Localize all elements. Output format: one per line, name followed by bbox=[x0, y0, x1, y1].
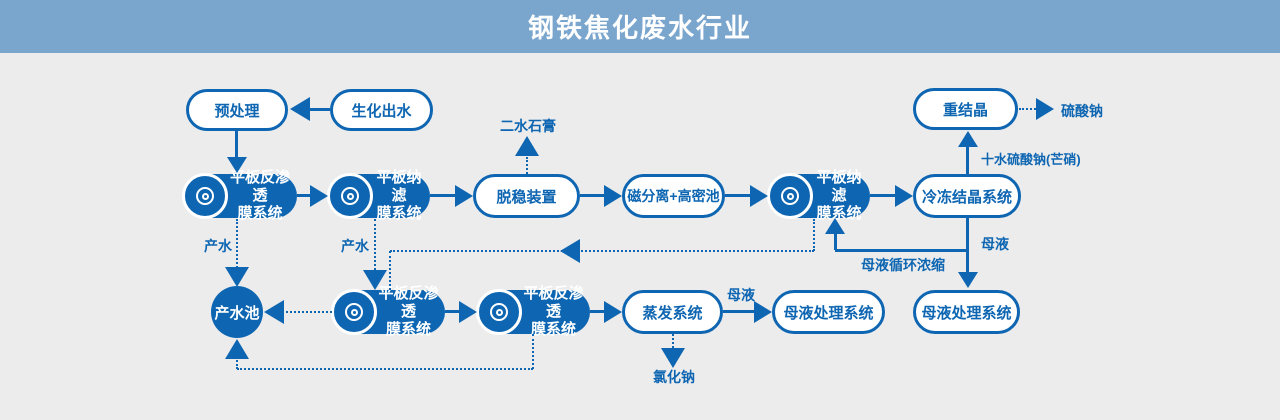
connector-line bbox=[306, 108, 330, 111]
arrowhead bbox=[455, 185, 473, 207]
connector-line bbox=[580, 194, 605, 197]
node-label: 母液处理系统 bbox=[921, 304, 1012, 322]
node-label: 重结晶 bbox=[942, 101, 988, 119]
arrowhead bbox=[754, 301, 772, 323]
connector-line bbox=[430, 194, 456, 197]
arrowhead bbox=[661, 348, 685, 368]
node-label: 平板反渗透 膜系统 bbox=[523, 285, 584, 338]
arrowhead bbox=[958, 272, 978, 288]
arrowhead bbox=[895, 185, 913, 207]
node-label: 母液处理系统 bbox=[783, 304, 874, 322]
arrowhead bbox=[515, 136, 539, 156]
node-flat-nf-membrane-system-1: 平板纳滤 膜系统 bbox=[327, 169, 430, 222]
connector-line bbox=[966, 216, 969, 250]
label-mother-liquor-right: 母液 bbox=[981, 236, 1009, 252]
dotted-connector bbox=[390, 250, 814, 252]
dotted-connector bbox=[236, 219, 238, 268]
node-magnetic-separation-pond: 磁分离+高密池 bbox=[622, 174, 725, 218]
label-product-water-1: 产水 bbox=[204, 238, 232, 254]
connector-line bbox=[445, 310, 460, 313]
arrowhead bbox=[264, 300, 284, 324]
dotted-connector bbox=[389, 251, 391, 290]
membrane-disc-icon bbox=[767, 173, 813, 219]
arrowhead bbox=[225, 339, 249, 359]
label-gypsum-output: 二水石膏 bbox=[500, 118, 556, 134]
arrowhead bbox=[958, 131, 978, 147]
node-pretreatment: 预处理 bbox=[186, 89, 288, 131]
membrane-disc-icon bbox=[476, 289, 522, 335]
connector-line bbox=[834, 233, 837, 250]
arrowhead bbox=[227, 157, 247, 173]
dotted-connector bbox=[374, 219, 376, 270]
membrane-disc-icon bbox=[331, 289, 377, 335]
node-flat-ro-membrane-system-3: 平板反渗透 膜系统 bbox=[476, 285, 590, 338]
dotted-connector bbox=[237, 368, 533, 370]
connector-line bbox=[966, 250, 969, 273]
node-label: 平板纳滤 膜系统 bbox=[376, 169, 422, 222]
arrowhead bbox=[459, 301, 477, 323]
node-label: 生化出水 bbox=[351, 102, 412, 120]
dotted-connector bbox=[813, 219, 815, 251]
dotted-connector bbox=[236, 357, 238, 369]
page-title: 钢铁焦化废水行业 bbox=[527, 13, 752, 43]
arrowhead bbox=[560, 239, 580, 263]
node-label: 脱稳装置 bbox=[496, 188, 557, 206]
arrowhead bbox=[225, 267, 249, 287]
connector-line bbox=[297, 194, 311, 197]
label-mother-liquor-recirculation: 母液循环浓缩 bbox=[861, 257, 945, 273]
node-label: 磁分离+高密池 bbox=[627, 188, 720, 204]
arrowhead bbox=[290, 97, 310, 121]
node-label: 平板反渗透 膜系统 bbox=[378, 285, 439, 338]
connector-line bbox=[835, 249, 968, 252]
dotted-connector bbox=[672, 334, 674, 348]
label-mirabilite: 十水硫酸钠(芒硝) bbox=[981, 152, 1081, 167]
connector-line bbox=[723, 310, 755, 313]
node-biochemical-effluent: 生化出水 bbox=[330, 89, 433, 131]
node-destabilization-unit: 脱稳装置 bbox=[473, 174, 580, 218]
label-product-water-2: 产水 bbox=[341, 238, 369, 254]
node-flat-ro-membrane-system-2: 平板反渗透 膜系统 bbox=[331, 285, 445, 338]
arrowhead bbox=[604, 185, 622, 207]
label-sodium-chloride: 氯化钠 bbox=[653, 369, 695, 385]
dotted-connector bbox=[526, 157, 528, 174]
arrowhead bbox=[750, 185, 768, 207]
node-evaporation-system: 蒸发系统 bbox=[622, 290, 723, 334]
arrowhead bbox=[825, 218, 845, 234]
header-bar: 钢铁焦化废水行业 bbox=[0, 0, 1280, 53]
node-recrystallization: 重结晶 bbox=[913, 88, 1018, 130]
connector-line bbox=[966, 146, 969, 176]
arrowhead bbox=[310, 185, 328, 207]
connector-line bbox=[590, 310, 605, 313]
node-product-water-pool: 产水池 bbox=[211, 286, 263, 338]
dotted-connector bbox=[532, 334, 534, 369]
label-mother-liquor-mid: 母液 bbox=[727, 287, 755, 303]
label-sodium-sulfate: 硫酸钠 bbox=[1061, 103, 1103, 119]
node-mother-liquor-treatment-2: 母液处理系统 bbox=[913, 290, 1020, 334]
membrane-disc-icon bbox=[182, 173, 228, 219]
membrane-disc-icon bbox=[327, 173, 373, 219]
connector-line bbox=[235, 131, 238, 157]
node-freeze-crystallization-system: 冷冻结晶系统 bbox=[913, 174, 1021, 218]
connector-line bbox=[725, 194, 751, 197]
node-flat-ro-membrane-system-1: 平板反渗透 膜系统 bbox=[182, 169, 297, 222]
arrowhead bbox=[1036, 98, 1054, 120]
dotted-connector bbox=[286, 311, 332, 313]
node-mother-liquor-treatment-1: 母液处理系统 bbox=[772, 290, 885, 334]
node-label: 产水池 bbox=[214, 304, 260, 322]
dotted-connector bbox=[1019, 108, 1036, 110]
node-label: 平板反渗透 膜系统 bbox=[229, 169, 290, 222]
arrowhead bbox=[363, 270, 387, 290]
connector-line bbox=[870, 194, 896, 197]
node-label: 蒸发系统 bbox=[642, 304, 703, 322]
node-flat-nf-membrane-system-2: 平板纳滤 膜系统 bbox=[767, 169, 870, 222]
node-label: 预处理 bbox=[214, 102, 260, 120]
arrowhead bbox=[604, 301, 622, 323]
node-label: 冷冻结晶系统 bbox=[921, 188, 1012, 206]
node-label: 平板纳滤 膜系统 bbox=[816, 169, 862, 222]
